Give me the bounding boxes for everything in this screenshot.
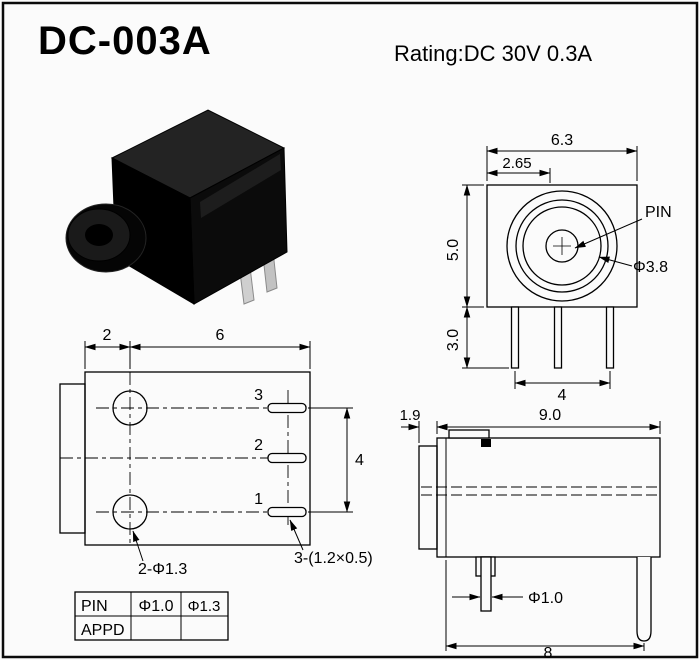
- dim-pin-dia-label: Φ1.0: [528, 590, 563, 607]
- dim-center-offset-label: 2.65: [502, 155, 531, 172]
- dim-front-center-offset: 2.65: [486, 155, 551, 183]
- dim-front-width-label: 6.3: [551, 132, 573, 149]
- spec-table: PIN Φ1.0 Φ1.3 APPD: [74, 591, 229, 641]
- pin-number-3: 3: [254, 387, 263, 404]
- leader-line: [598, 256, 633, 267]
- table-cell: Φ1.3: [188, 598, 221, 615]
- leader-line: [289, 519, 304, 551]
- dim-overall-label: 8: [544, 645, 553, 660]
- dim-side-body: 9.0: [436, 407, 661, 434]
- terminal-pin-2: [267, 452, 307, 464]
- barrel-circle-inner-ring: [522, 206, 602, 286]
- dim-body-label: 9.0: [539, 407, 561, 424]
- rating-label: Rating:DC 30V 0.3A: [394, 41, 592, 66]
- bottom-view: 3 2 1 2 6 4 2-Φ1.3 3-(1.2×0.5): [59, 327, 373, 578]
- dim-front-pin-span: 4: [514, 371, 611, 404]
- front-pin-right: [605, 306, 615, 369]
- pin-number-2: 2: [254, 437, 263, 454]
- mount-hole-bottom: [112, 494, 148, 530]
- note-holes-label: 2-Φ1.3: [138, 561, 187, 578]
- side-flange-outline: [418, 445, 438, 550]
- barrel-dia-label: Φ3.8: [633, 259, 668, 276]
- leader-line: [574, 218, 643, 249]
- bottom-flange-outline: [59, 383, 86, 534]
- barrel-circle-ring: [515, 199, 609, 293]
- note-pin-section: 3-(1.2×0.5): [289, 519, 373, 567]
- side-pin-lead: [480, 556, 492, 612]
- dim-side-pin-dia: Φ1.0: [452, 590, 563, 607]
- side-body-outline: [436, 437, 661, 558]
- dim-bottom-pin-span: 4: [308, 407, 364, 513]
- front-pin-left: [510, 306, 520, 369]
- dim-front-height-label: 5.0: [445, 239, 462, 261]
- side-rear-pin: [636, 557, 652, 642]
- side-notch: [481, 439, 491, 447]
- dim-front-pin-length: 3.0: [445, 306, 509, 369]
- page-title: DC-003A: [38, 19, 212, 63]
- dim-side-overall: 8: [445, 560, 645, 660]
- callout-pin: PIN: [574, 204, 672, 249]
- dim-front-pin-span-label: 4: [558, 387, 567, 404]
- dim-bottom-left: 2 6: [84, 327, 311, 369]
- front-view: 6.3 2.65 5.0 3.0 4 PIN: [445, 132, 672, 404]
- pin-callout-label: PIN: [645, 204, 672, 221]
- terminal-pin-3: [267, 402, 307, 414]
- dim-right-label: 6: [216, 327, 225, 344]
- photo-barrel-hole: [85, 224, 113, 246]
- front-pin-middle: [553, 306, 563, 369]
- pin-number-1: 1: [254, 491, 263, 508]
- dim-flange-label: 1.9: [400, 407, 421, 424]
- note-pin-section-label: 3-(1.2×0.5): [294, 550, 373, 567]
- side-top-tab: [448, 429, 490, 439]
- terminal-pin-1: [267, 506, 307, 518]
- mount-hole-top: [112, 390, 148, 426]
- dim-pin-length-label: 3.0: [445, 329, 462, 351]
- note-holes: 2-Φ1.3: [132, 530, 187, 578]
- component-photo: [65, 109, 288, 305]
- leader-line: [132, 530, 144, 562]
- table-cell: APPD: [81, 622, 125, 639]
- side-view: 1.9 9.0 Φ1.0 8: [400, 407, 661, 660]
- callout-barrel-dia: Φ3.8: [598, 256, 668, 276]
- dim-front-width: 6.3: [486, 132, 638, 181]
- table-cell: PIN: [81, 598, 108, 615]
- dim-left-label: 2: [103, 327, 112, 344]
- table-cell: Φ1.0: [138, 598, 173, 615]
- dim-front-height: 5.0: [445, 184, 484, 308]
- barrel-circle-outer: [506, 190, 618, 302]
- photo-sheen: [200, 154, 281, 218]
- dim-bottom-pin-span-label: 4: [355, 452, 364, 469]
